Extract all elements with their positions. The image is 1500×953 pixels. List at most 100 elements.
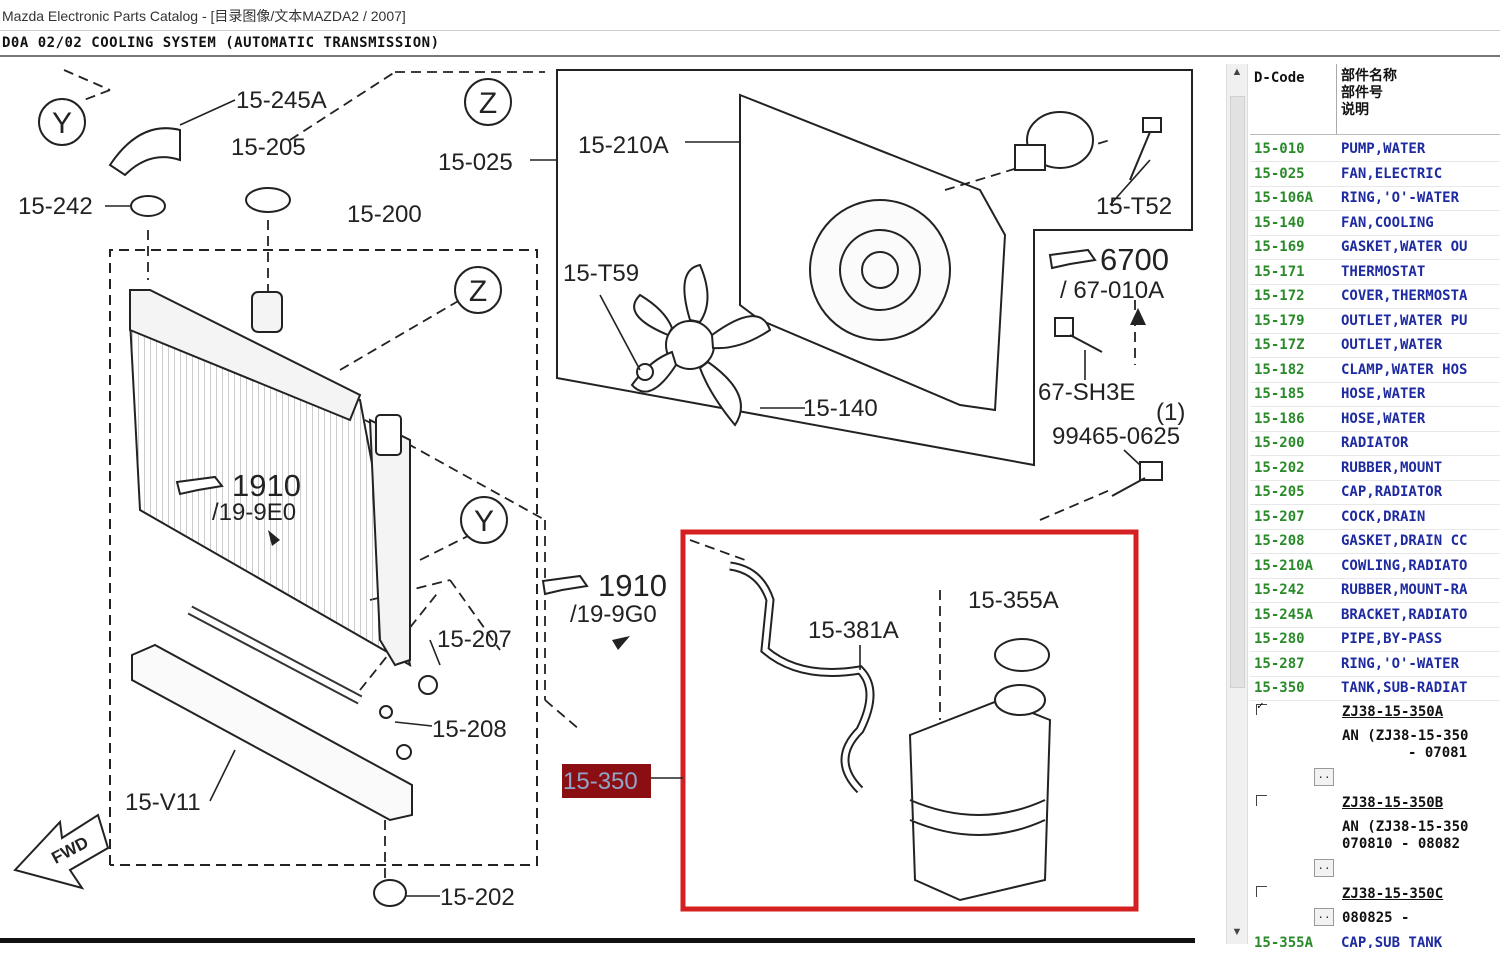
- row-part-name: HOSE,WATER: [1341, 386, 1426, 402]
- vertical-scrollbar[interactable]: ▲ ▼: [1226, 64, 1248, 944]
- row-part-name: RADIATOR: [1341, 435, 1409, 451]
- row-part-name: TANK,SUB-RADIAT: [1341, 680, 1468, 696]
- row-divider: [1250, 185, 1500, 187]
- label-15-350-selected: 15-350: [563, 768, 638, 795]
- scroll-up-arrow-icon[interactable]: ▲: [1231, 66, 1243, 78]
- sub-part-applicability: AN (ZJ38-15-350: [1342, 819, 1469, 835]
- parts-list-row[interactable]: 15-355A CAP,SUB TANK: [1250, 932, 1500, 948]
- row-divider: [1250, 528, 1500, 530]
- row-divider: [1250, 406, 1500, 407]
- sub-part-number[interactable]: ZJ38-15-350A: [1342, 704, 1444, 720]
- header-name-columns: 部件名称 部件号 说明: [1341, 68, 1397, 119]
- sub-part-checkbox[interactable]: [1256, 886, 1267, 897]
- label-15-205: 15-205: [231, 134, 306, 161]
- row-divider: [1250, 210, 1500, 211]
- rubber-mount-15-202: [373, 879, 407, 907]
- row-part-name: THERMOSTAT: [1341, 263, 1426, 280]
- sub-part-checkbox-checked[interactable]: ✓: [1256, 699, 1267, 715]
- label-15-381A: 15-381A: [808, 617, 899, 644]
- overflow-hose-15-381A: [729, 561, 875, 794]
- parts-list-row[interactable]: 15-200 RADIATOR: [1250, 432, 1500, 456]
- label-15-245A: 15-245A: [236, 87, 327, 114]
- parts-list-row[interactable]: 15-169 GASKET,WATER OU: [1250, 236, 1500, 260]
- fan-blade-15-140: [630, 263, 772, 427]
- row-d-code: 15-202: [1254, 459, 1305, 476]
- label-15-200: 15-200: [347, 201, 422, 228]
- sub-tank-cap-15-355A: [994, 638, 1050, 672]
- parts-list-header: D-Code 部件名称 部件号 说明: [1250, 64, 1500, 135]
- label-15-355A: 15-355A: [968, 587, 1059, 614]
- header-d-code: D-Code: [1254, 70, 1305, 86]
- row-d-code: 15-182: [1254, 361, 1305, 378]
- parts-illustration[interactable]: FWD Y Z Z Y 15-245A 15-205 15-242 15-: [0, 60, 1222, 950]
- scroll-thumb[interactable]: [1230, 96, 1245, 688]
- row-d-code: 15-355A: [1254, 935, 1314, 948]
- sensor-67-SH3E: [1054, 317, 1103, 353]
- callout-circle-y: [38, 98, 86, 146]
- header-part-number: 部件号: [1341, 85, 1383, 101]
- radiator-cap-15-205: [245, 187, 291, 213]
- row-part-name: COCK,DRAIN: [1341, 508, 1426, 525]
- callout-circle-z: [454, 266, 502, 314]
- gasket-15-208: [379, 705, 393, 719]
- row-part-name: RING,'O'-WATER: [1341, 655, 1460, 672]
- label-15-207: 15-207: [437, 626, 512, 653]
- sub-part-checkbox[interactable]: [1256, 795, 1267, 806]
- row-part-name: GASKET,WATER OU: [1341, 239, 1468, 255]
- sub-part-date: 080825 -: [1342, 910, 1410, 926]
- row-d-code: 15-200: [1254, 435, 1305, 451]
- pointing-hand-icon: [541, 574, 589, 596]
- parts-list-row[interactable]: 15-171 THERMOSTAT: [1250, 261, 1500, 285]
- parts-list-row[interactable]: 15-207 COCK,DRAIN: [1250, 506, 1500, 530]
- row-part-name: COVER,THERMOSTA: [1341, 288, 1468, 304]
- row-d-code: 15-207: [1254, 508, 1305, 525]
- row-d-code: 15-169: [1254, 239, 1305, 255]
- row-part-name: HOSE,WATER: [1341, 410, 1426, 427]
- row-d-code: 15-245A: [1254, 606, 1314, 623]
- callout-z: Z: [479, 87, 497, 120]
- header-part-name: 部件名称: [1341, 68, 1397, 84]
- fan-shroud-15-210A: [739, 93, 1007, 412]
- more-button[interactable]: ..: [1314, 768, 1334, 786]
- pointing-hand-icon: [1048, 248, 1097, 270]
- more-button[interactable]: ..: [1314, 908, 1334, 926]
- row-d-code: 15-179: [1254, 312, 1305, 329]
- sub-part-number[interactable]: ZJ38-15-350C: [1342, 886, 1444, 902]
- scroll-down-arrow-icon[interactable]: ▼: [1231, 926, 1243, 938]
- radiator-core: [128, 289, 412, 705]
- sub-part-date: - 07081: [1408, 745, 1468, 761]
- row-d-code: 15-171: [1254, 263, 1305, 280]
- row-divider: [1250, 234, 1500, 236]
- label-15-V11: 15-V11: [125, 789, 201, 816]
- selected-part-highlight: [562, 764, 651, 798]
- row-d-code: 15-287: [1254, 655, 1305, 672]
- row-part-name: CAP,SUB TANK: [1341, 935, 1443, 948]
- callout-y: Y: [52, 107, 72, 140]
- row-divider: [1250, 602, 1500, 603]
- label-15-140: 15-140: [803, 395, 878, 422]
- row-divider: [1250, 700, 1500, 701]
- more-button[interactable]: ..: [1314, 859, 1334, 877]
- row-divider: [1250, 651, 1500, 652]
- sub-part-number[interactable]: ZJ38-15-350B: [1342, 795, 1444, 811]
- parts-list-row[interactable]: 15-287 RING,'O'-WATER: [1250, 653, 1500, 677]
